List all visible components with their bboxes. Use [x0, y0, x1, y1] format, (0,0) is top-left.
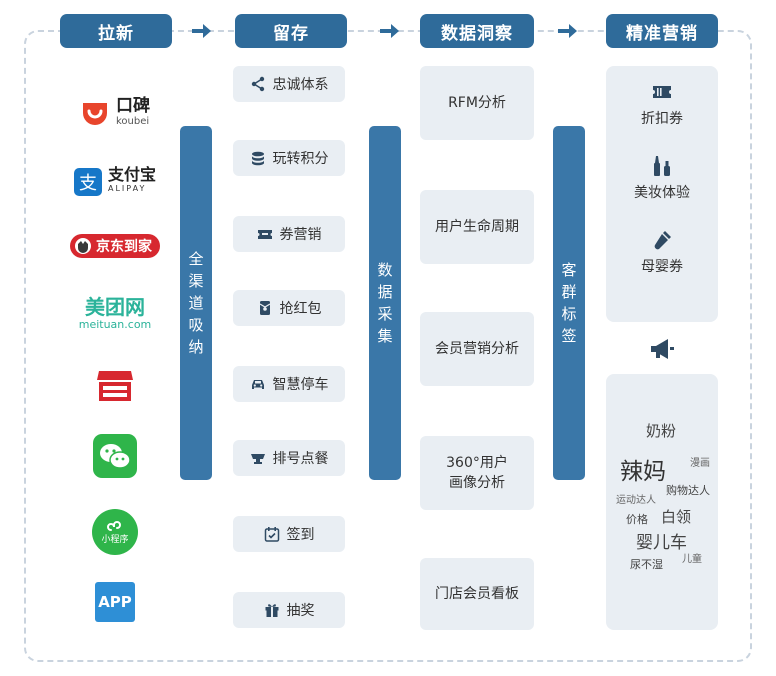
- header-marketing: 精准营销: [606, 14, 718, 48]
- car-icon: [251, 380, 264, 389]
- queue-icon: [250, 454, 265, 464]
- omni-channel-bar: 全渠道吸纳: [180, 126, 212, 480]
- wechat-logo: [62, 434, 168, 478]
- retain-item-queue-order: 排号点餐: [233, 440, 345, 476]
- meituan-en: meituan.com: [78, 318, 152, 331]
- baby-bottle-icon: [654, 231, 671, 250]
- koubei-name: 口碑: [116, 96, 150, 116]
- meituan-logo: 美团网 meituan.com: [62, 296, 168, 336]
- retain-item-checkin: 签到: [233, 516, 345, 552]
- tag-word: 儿童: [682, 554, 702, 565]
- megaphone-icon: [651, 339, 674, 359]
- tag-word: 婴儿车: [636, 533, 687, 553]
- marketing-beauty-trial: 美妆体验: [606, 154, 718, 202]
- cosmetics-icon: [654, 156, 670, 176]
- arrow-right-icon: [192, 24, 211, 38]
- tag-word: 运动达人: [616, 495, 656, 506]
- insight-user-profile: 360°用户画像分析: [420, 436, 534, 510]
- share-icon: [251, 76, 264, 92]
- tag-word: 白领: [661, 508, 692, 526]
- insight-member-marketing: 会员营销分析: [420, 312, 534, 386]
- tag-word: 漫画: [690, 458, 710, 469]
- mini-program-icon: [107, 520, 121, 531]
- meituan-name: 美团网: [85, 295, 145, 319]
- coins-icon: [251, 151, 264, 166]
- retain-item-points: 玩转积分: [233, 140, 345, 176]
- header-retain: 留存: [235, 14, 347, 48]
- gift-icon: [265, 604, 278, 617]
- koubei-en: koubei: [116, 116, 150, 127]
- marketing-discount-coupon: 折扣券: [606, 80, 718, 128]
- retain-item-loyalty: 忠诚体系: [233, 66, 345, 102]
- store-logo: [62, 366, 168, 406]
- insight-rfm: RFM分析: [420, 66, 534, 140]
- app-logo: APP: [62, 580, 168, 624]
- alipay-name: 支付宝: [107, 165, 156, 184]
- koubei-icon: [83, 103, 107, 125]
- jd-daojia-name: 京东到家: [96, 239, 152, 255]
- marketing-coupons-box: 折扣券 美妆体验 母婴券: [606, 66, 718, 322]
- app-name: APP: [98, 593, 132, 611]
- tag-word: 辣妈: [620, 459, 666, 485]
- tag-word: 购物达人: [666, 484, 710, 497]
- koubei-logo: 口碑 koubei: [62, 94, 168, 134]
- retain-item-red-envelope: 抢红包: [233, 290, 345, 326]
- mini-program-logo: 小程序: [62, 508, 168, 556]
- jd-daojia-logo: 京东到家: [62, 232, 168, 260]
- tag-word: 价格: [626, 513, 648, 526]
- storefront-icon: [97, 371, 133, 401]
- insight-lifecycle: 用户生命周期: [420, 190, 534, 264]
- header-insight: 数据洞察: [420, 14, 534, 48]
- wechat-icon: [93, 434, 137, 478]
- tag-word: 奶粉: [646, 422, 677, 440]
- data-collection-bar: 数据采集: [369, 126, 401, 480]
- dog-icon: [75, 238, 91, 254]
- retain-item-parking: 智慧停车: [233, 366, 345, 402]
- tag-cloud-box: 奶粉 辣妈 漫画 购物达人 运动达人 价格 白领 婴儿车 尿不湿 儿童: [606, 374, 718, 630]
- coupon-icon: [653, 86, 671, 98]
- retain-item-coupon: 券营销: [233, 216, 345, 252]
- arrow-right-icon: [380, 24, 399, 38]
- svg-text:支: 支: [79, 173, 97, 194]
- arrow-right-icon: [558, 24, 577, 38]
- red-envelope-icon: [259, 301, 270, 315]
- mini-program-name: 小程序: [101, 534, 129, 545]
- marketing-baby-coupon: 母婴券: [606, 228, 718, 276]
- alipay-icon: 支: [73, 168, 102, 196]
- insight-store-dashboard: 门店会员看板: [420, 558, 534, 630]
- tag-word: 尿不湿: [630, 558, 663, 571]
- ticket-icon: [257, 230, 272, 239]
- header-acquire: 拉新: [60, 14, 172, 48]
- customer-tags-bar: 客群标签: [553, 126, 585, 480]
- alipay-logo: 支 支付宝 ALIPAY: [62, 164, 168, 200]
- calendar-check-icon: [264, 527, 279, 542]
- retain-item-lottery: 抽奖: [233, 592, 345, 628]
- alipay-en: ALIPAY: [107, 184, 147, 193]
